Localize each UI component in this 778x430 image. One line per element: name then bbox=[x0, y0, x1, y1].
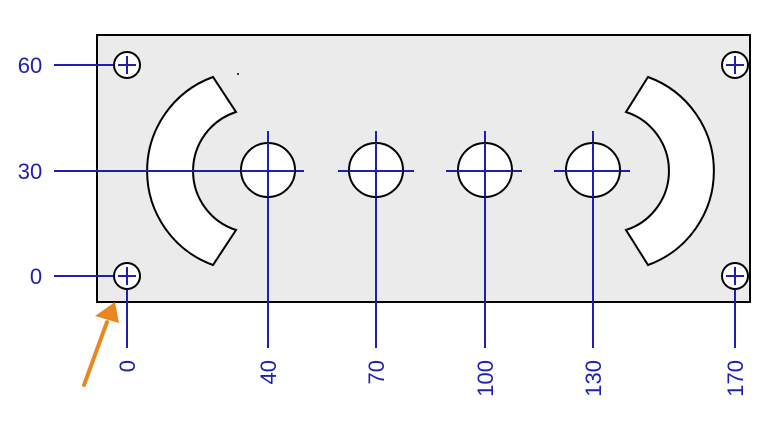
x-label-70: 70 bbox=[364, 360, 389, 384]
corner-holes bbox=[113, 51, 749, 290]
x-label-0: 0 bbox=[115, 360, 140, 372]
arrow-icon bbox=[82, 302, 119, 387]
circle-crosshair-icon bbox=[113, 262, 141, 290]
circle-crosshair-icon bbox=[721, 51, 749, 79]
circle-crosshair-icon bbox=[721, 262, 749, 290]
x-label-170: 170 bbox=[723, 360, 748, 397]
right-arc-slot bbox=[624, 75, 715, 267]
circle-crosshair-icon bbox=[113, 51, 141, 79]
x-label-130: 130 bbox=[581, 360, 606, 397]
x-label-40: 40 bbox=[256, 360, 281, 384]
y-label-0: 0 bbox=[30, 264, 42, 289]
dot-mark bbox=[237, 73, 239, 75]
round-hole-crosses bbox=[241, 143, 620, 197]
x-label-100: 100 bbox=[473, 360, 498, 397]
y-label-60: 60 bbox=[18, 53, 42, 78]
y-label-30: 30 bbox=[18, 159, 42, 184]
